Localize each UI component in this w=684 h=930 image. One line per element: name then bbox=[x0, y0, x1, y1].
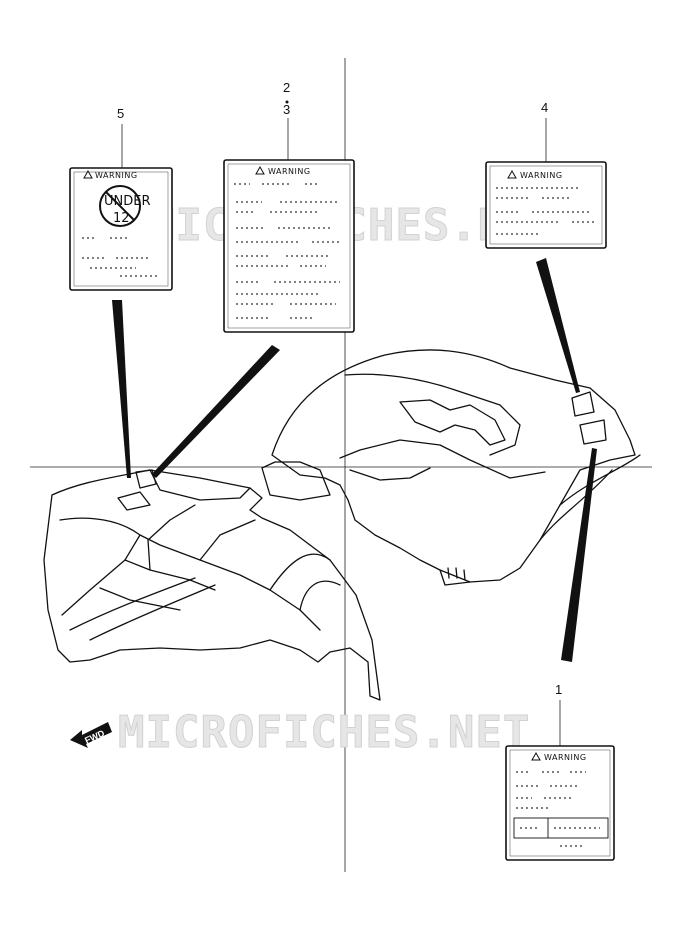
decal-5-warning: WARNING bbox=[95, 171, 138, 180]
decal-5-under: UNDER bbox=[104, 194, 151, 209]
rear-fender bbox=[261, 349, 641, 586]
decal-4: 4 WARNING bbox=[485, 100, 607, 249]
warning-triangle-icon bbox=[531, 751, 541, 761]
decal-2-3: 2 3 WARNING bbox=[223, 80, 355, 333]
callout-3: 3 bbox=[283, 102, 290, 117]
callout-2: 2 bbox=[283, 80, 290, 95]
decal-1-warning: WARNING bbox=[544, 753, 587, 762]
watermark-bottom: MICROFICHES.NET bbox=[118, 707, 530, 758]
fwd-label: FWD bbox=[83, 728, 106, 746]
callout-4: 4 bbox=[541, 100, 548, 115]
decal-1: 1 WARNING bbox=[505, 682, 615, 861]
leader-1 bbox=[561, 448, 597, 662]
warning-triangle-icon bbox=[255, 165, 265, 175]
decal-4-warning: WARNING bbox=[520, 171, 563, 180]
decal-2-3-warning: WARNING bbox=[268, 167, 311, 176]
warning-triangle-icon bbox=[83, 169, 93, 179]
decal-5-age: 12 bbox=[113, 211, 130, 226]
leader-2-3 bbox=[152, 345, 280, 478]
callout-1: 1 bbox=[555, 682, 562, 697]
callout-5: 5 bbox=[117, 106, 124, 121]
leader-4 bbox=[536, 258, 580, 393]
forward-arrow-icon: FWD bbox=[70, 722, 112, 748]
no-under-12-icon bbox=[99, 185, 141, 227]
decal-5: 5 WARNING UNDER 12 bbox=[69, 106, 173, 291]
front-fender bbox=[43, 469, 381, 701]
leader-5 bbox=[112, 300, 131, 478]
warning-triangle-icon bbox=[507, 169, 517, 179]
